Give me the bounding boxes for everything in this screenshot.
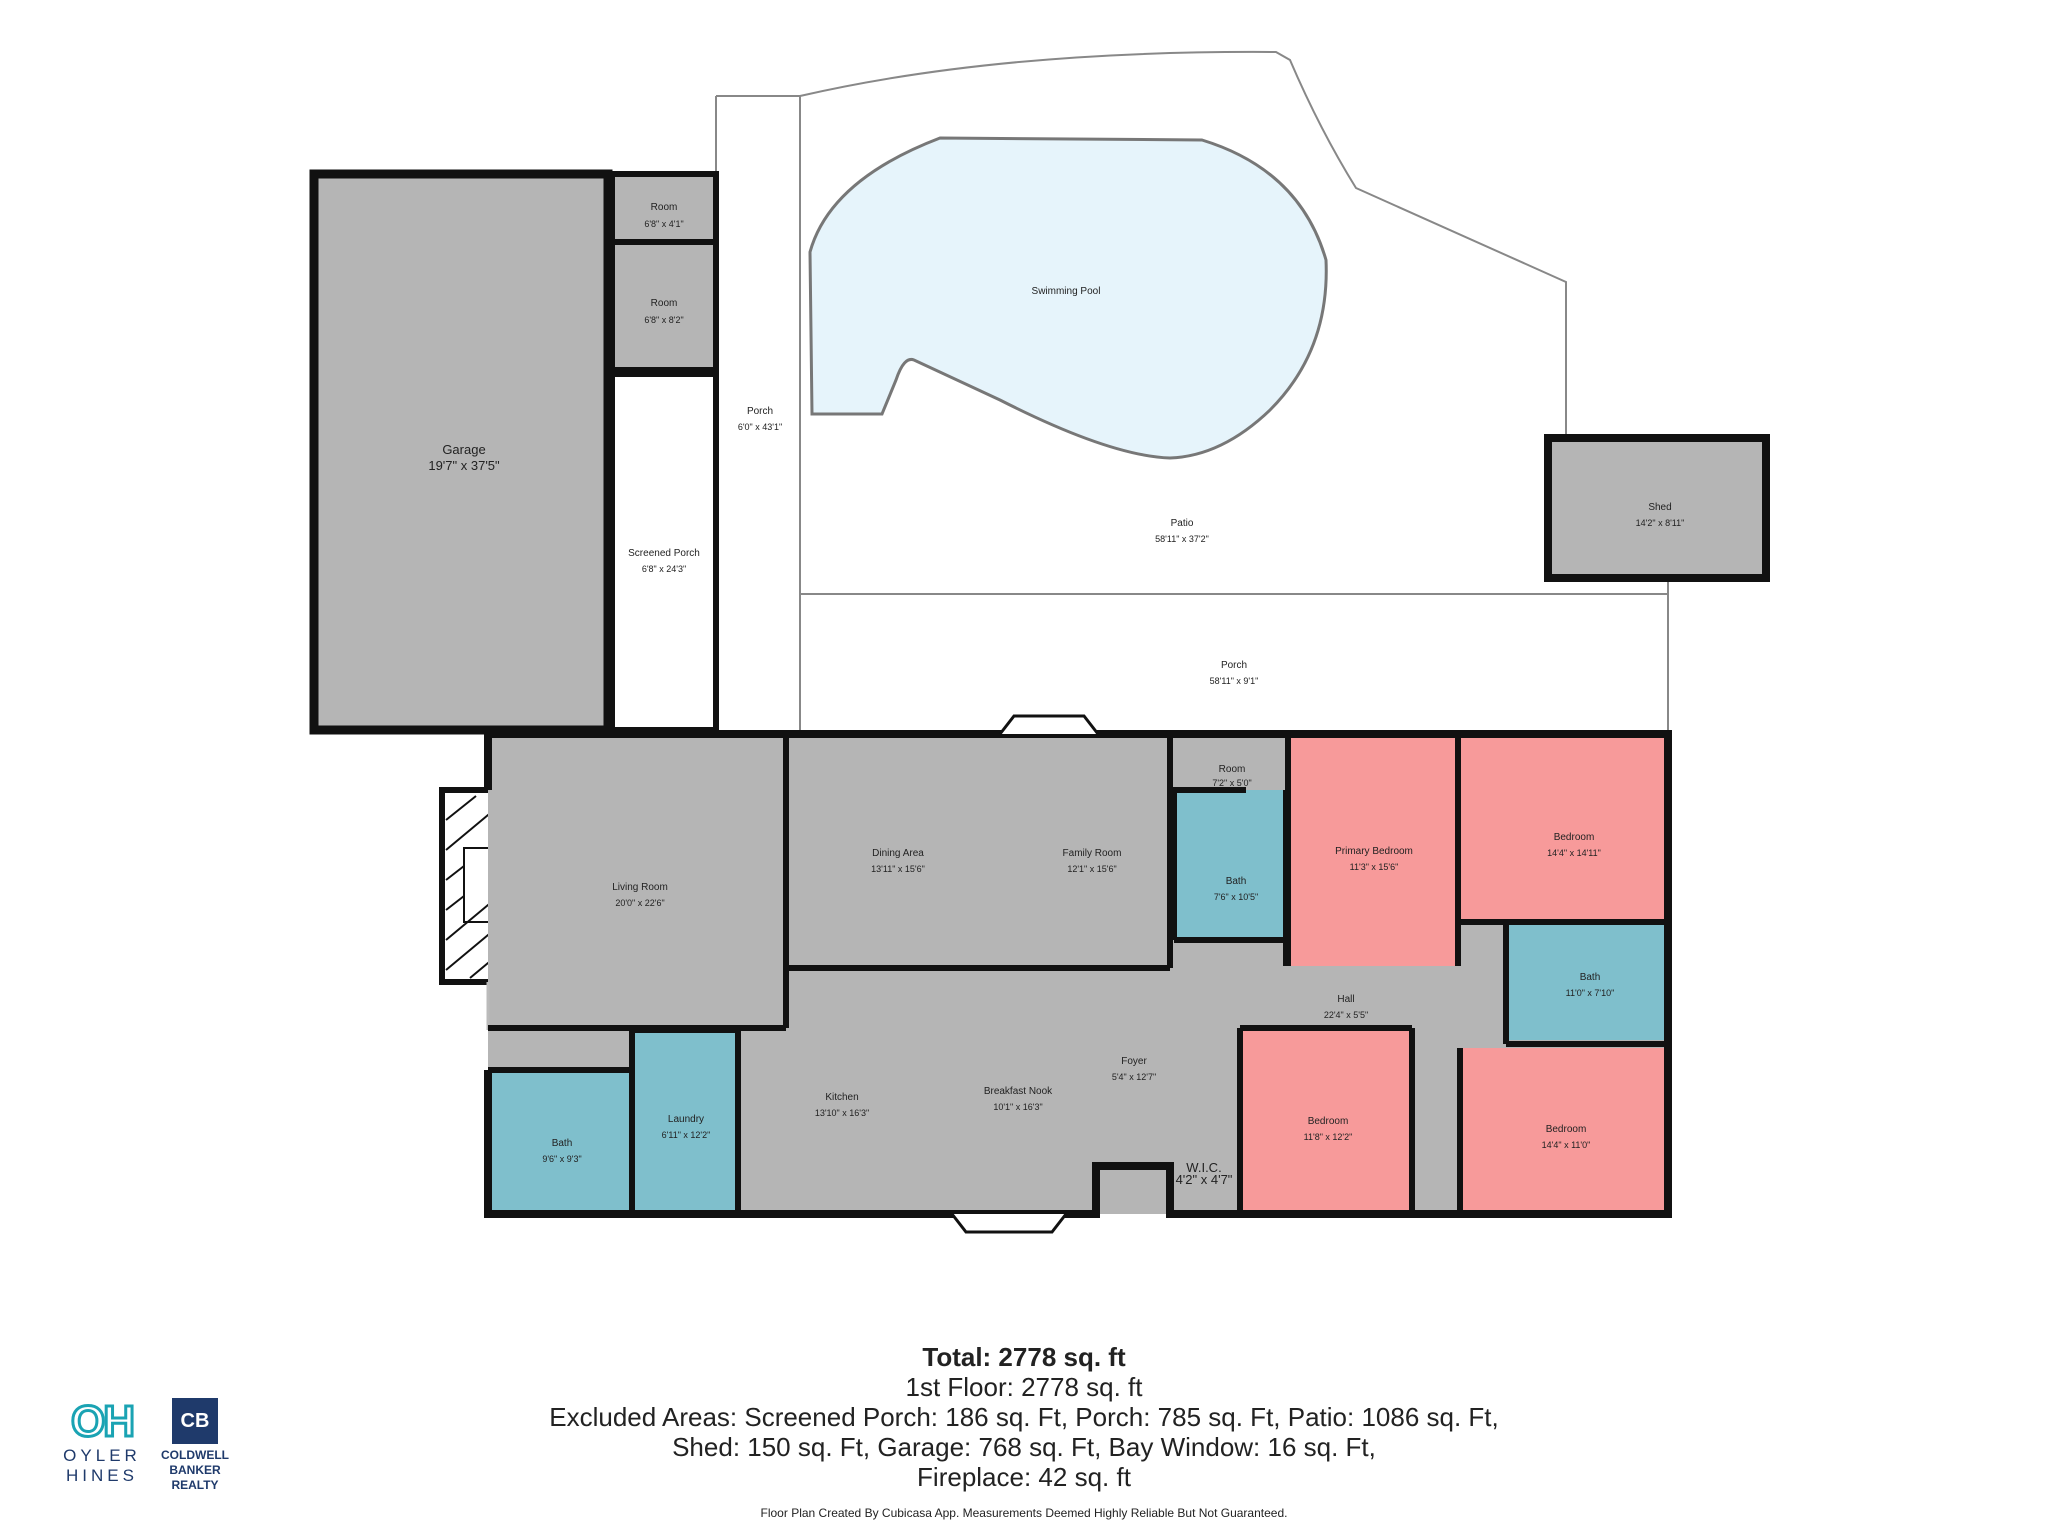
bedroom-ne-label: Bedroom xyxy=(1554,832,1595,843)
cb-line1: COLDWELL xyxy=(161,1448,229,1462)
screened-porch-dims: 6'8" x 24'3" xyxy=(642,564,686,574)
foyer-dims: 5'4" x 12'7" xyxy=(1112,1072,1156,1082)
laundry-dims: 6'11" x 12'2" xyxy=(662,1130,711,1140)
garage-dims: 19'7" x 37'5" xyxy=(428,458,500,473)
excluded-areas-1: Excluded Areas: Screened Porch: 186 sq. … xyxy=(549,1402,1499,1432)
porch-back-label: Porch xyxy=(1221,660,1247,671)
total-area: Total: 2778 sq. ft xyxy=(922,1342,1126,1372)
family-dims: 12'1" x 15'6" xyxy=(1067,864,1116,874)
shed-dims: 14'2" x 8'11" xyxy=(1636,518,1685,528)
cb-line3: REALTY xyxy=(171,1478,219,1492)
dining-label: Dining Area xyxy=(872,848,924,859)
hall-dims: 22'4" x 5'5" xyxy=(1324,1010,1368,1020)
patio-label: Patio xyxy=(1171,518,1194,529)
family-label: Family Room xyxy=(1063,848,1122,859)
bedroom-se-dims: 14'4" x 11'0" xyxy=(1542,1140,1591,1150)
hall-label: Hall xyxy=(1337,994,1354,1005)
oh-mark: OH xyxy=(70,1396,137,1447)
shed-label: Shed xyxy=(1648,502,1671,513)
primary-bedroom-room xyxy=(1290,736,1456,966)
garage-label: Garage xyxy=(442,442,485,457)
excluded-areas-2: Shed: 150 sq. Ft, Garage: 768 sq. Ft, Ba… xyxy=(672,1432,1376,1462)
bath-ne-room xyxy=(1508,924,1666,1040)
swimming-pool xyxy=(808,136,1328,460)
dining-dims: 13'11" x 15'6" xyxy=(871,864,925,874)
room-labels: Garage 19'7" x 37'5" Room 6'8" x 4'1" Ro… xyxy=(428,202,1684,1187)
room-b-dims: 6'8" x 8'2" xyxy=(644,315,683,325)
bath-sw-label: Bath xyxy=(552,1138,573,1149)
cb-line2: BANKER xyxy=(169,1463,221,1477)
patio-dims: 58'11" x 37'2" xyxy=(1155,534,1209,544)
kitchen-label: Kitchen xyxy=(825,1092,858,1103)
porch-side-dims: 6'0" x 43'1" xyxy=(738,422,782,432)
wic-label: W.I.C. xyxy=(1186,1160,1221,1175)
bath-hall-dims: 7'6" x 10'5" xyxy=(1214,892,1258,902)
foyer-label: Foyer xyxy=(1121,1056,1147,1067)
bath-hall-label: Bath xyxy=(1226,876,1247,887)
bedroom-s-dims: 11'8" x 12'2" xyxy=(1304,1132,1353,1142)
coldwell-banker-logo: CB COLDWELL BANKER REALTY xyxy=(150,1398,240,1493)
bath-sw-dims: 9'6" x 9'3" xyxy=(542,1154,581,1164)
garage-room xyxy=(309,169,613,735)
wic-dims: 4'2" x 4'7" xyxy=(1176,1172,1233,1187)
nook-label: Breakfast Nook xyxy=(984,1086,1053,1097)
area-summary: Total: 2778 sq. ft 1st Floor: 2778 sq. f… xyxy=(0,1342,2048,1492)
excluded-areas-3: Fireplace: 42 sq. ft xyxy=(917,1462,1131,1492)
primary-bedroom-dims: 11'3" x 15'6" xyxy=(1350,862,1399,872)
bedroom-ne-dims: 14'4" x 14'11" xyxy=(1547,848,1601,858)
pool-label: Swimming Pool xyxy=(1032,286,1101,297)
room-b-label: Room xyxy=(651,298,678,309)
oh-line2: HINES xyxy=(66,1466,138,1485)
living-dims: 20'0" x 22'6" xyxy=(615,898,664,908)
main-house xyxy=(484,714,1672,1234)
laundry-room xyxy=(634,1030,738,1212)
bath-ne-dims: 11'0" x 7'10" xyxy=(1566,988,1615,998)
kitchen-dims: 13'10" x 16'3" xyxy=(815,1108,869,1118)
room-a-label: Room xyxy=(651,202,678,213)
bedroom-ne-room xyxy=(1460,736,1666,920)
disclaimer: Floor Plan Created By Cubicasa App. Meas… xyxy=(760,1506,1288,1520)
living-label: Living Room xyxy=(612,882,668,893)
porch-back-dims: 58'11" x 9'1" xyxy=(1210,676,1259,686)
bedroom-s-label: Bedroom xyxy=(1308,1116,1349,1127)
oyler-hines-logo: OH OYLER HINES xyxy=(56,1396,148,1486)
room-small-dims: 7'2" x 5'0" xyxy=(1212,778,1251,788)
screened-porch-label: Screened Porch xyxy=(628,548,700,559)
bath-hall-room xyxy=(1174,790,1286,940)
shed-room xyxy=(1544,434,1770,582)
room-a-dims: 6'8" x 4'1" xyxy=(644,219,683,229)
oh-line1: OYLER xyxy=(63,1446,141,1465)
storage-room-b xyxy=(609,239,719,373)
floor-area: 1st Floor: 2778 sq. ft xyxy=(905,1372,1143,1402)
bedroom-se-room xyxy=(1460,1048,1666,1212)
screened-porch xyxy=(609,371,719,733)
room-small-label: Room xyxy=(1219,764,1246,775)
bath-sw-room xyxy=(490,1070,630,1212)
cb-mark: CB xyxy=(172,1398,218,1444)
bedroom-se-label: Bedroom xyxy=(1546,1124,1587,1135)
porch-side-label: Porch xyxy=(747,406,773,417)
nook-dims: 10'1" x 16'3" xyxy=(993,1102,1042,1112)
bedroom-s-room xyxy=(1240,1030,1412,1212)
bath-ne-label: Bath xyxy=(1580,972,1601,983)
laundry-label: Laundry xyxy=(668,1114,704,1125)
primary-bedroom-label: Primary Bedroom xyxy=(1335,846,1413,857)
